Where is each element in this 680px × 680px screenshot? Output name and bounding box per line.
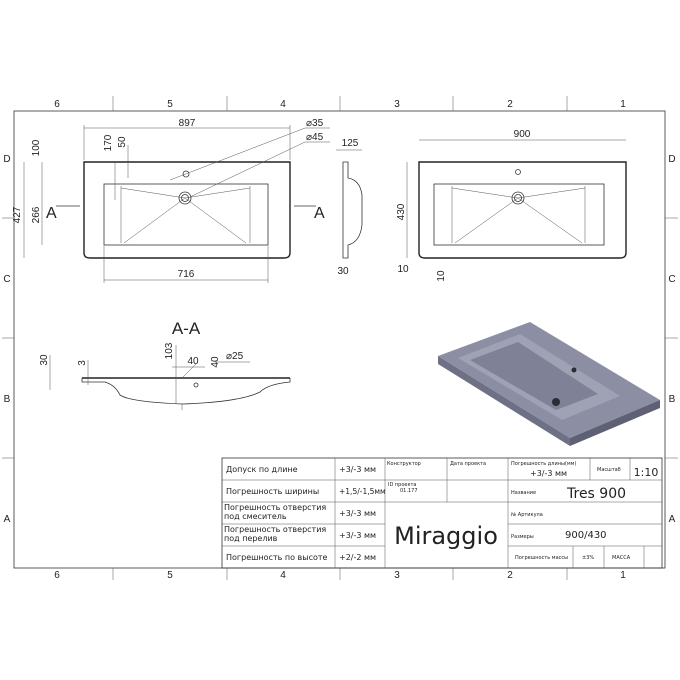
zone-col-3-bottom: 3: [394, 570, 400, 581]
tol-label-3: Погрешность отверстия под перелив: [224, 525, 327, 543]
scale-label: Масштаб: [597, 467, 621, 473]
tol-label-2: Погрешность отверстия под смеситель: [224, 503, 327, 521]
zone-row-d: D: [3, 154, 10, 165]
dim-front-width: 900: [514, 129, 531, 140]
side-view: 125 430 30 10 10: [336, 138, 447, 282]
zone-col-4: 4: [280, 99, 286, 110]
tol-label-1: Погрешность ширины: [226, 487, 319, 496]
product-size: 900/430: [565, 530, 607, 541]
tol-label-0: Допуск по длине: [226, 465, 298, 474]
dim-section-3: 3: [77, 360, 88, 366]
dim-170: 170: [103, 134, 114, 151]
zone-col-1: 1: [620, 99, 626, 110]
dim-section-103: 103: [164, 342, 175, 359]
tol-value-4: +2/-2 мм: [339, 553, 376, 562]
dim-bowl-depth: 266: [31, 206, 42, 223]
section-mark-right: A: [314, 205, 325, 222]
tol-value-0: +3/-3 мм: [339, 465, 376, 474]
dim-side-height: 430: [396, 203, 407, 220]
brand-logo: Miraggio: [394, 522, 498, 550]
zone-col-2-bottom: 2: [507, 570, 513, 581]
zone-row-b: B: [4, 394, 11, 405]
mass-tol-label: Погрешность массы: [515, 555, 568, 561]
title-block: Допуск по длине +3/-3 мм Погрешность шир…: [221, 457, 663, 569]
tol-label-4: Погрешность по высоте: [226, 553, 328, 562]
zone-col-5-bottom: 5: [167, 570, 173, 581]
zone-col-5: 5: [167, 99, 173, 110]
dim-section-hole: ⌀25: [226, 351, 244, 362]
length-tol: +3/-3 мм: [530, 469, 567, 478]
zone-row-c: C: [3, 274, 10, 285]
length-tol-label: Погрешность длины(мм): [511, 461, 576, 467]
zone-col-4-bottom: 4: [280, 570, 286, 581]
zone-dividers: [2, 96, 678, 580]
dim-side-10b: 10: [436, 270, 447, 282]
tol-value-1: +1,5/-1,5мм: [339, 487, 386, 496]
section-title: A-A: [172, 319, 201, 338]
dim-hole-35: ⌀35: [306, 118, 324, 129]
product-name: Tres 900: [566, 486, 626, 502]
dim-section-40a: 40: [187, 356, 199, 367]
article-label: № Артикула: [511, 512, 543, 518]
scale: 1:10: [634, 466, 659, 479]
zone-row-a: A: [4, 514, 11, 525]
dim-hole-45: ⌀45: [306, 132, 324, 143]
designer-label: Конструктор: [387, 461, 421, 467]
date-label: Дата проекта: [450, 461, 486, 467]
dim-height: 427: [12, 206, 23, 223]
dim-section-30: 30: [39, 354, 50, 366]
dim-bowl-width: 716: [178, 269, 195, 280]
zone-row-b-right: B: [669, 394, 676, 405]
section-view: A-A 30 3 103 40 40 ⌀25: [39, 319, 291, 410]
zone-col-6-bottom: 6: [54, 570, 60, 581]
zone-col-1-bottom: 1: [620, 570, 626, 581]
zone-col-2: 2: [507, 99, 513, 110]
top-view: 897 716 427 266 100 170 50 ⌀35 ⌀45 A A: [12, 118, 330, 283]
dim-width: 897: [179, 118, 196, 129]
sink-3d-render: [438, 322, 660, 446]
zone-row-a-right: A: [669, 514, 676, 525]
project-id-label: ID проекта: [388, 482, 417, 488]
zone-row-d-right: D: [668, 154, 675, 165]
dim-side-top: 125: [342, 138, 359, 149]
zone-col-3: 3: [394, 99, 400, 110]
dim-side-30: 30: [337, 266, 349, 277]
mass-tol: ±3%: [582, 555, 594, 561]
size-label: Размеры: [511, 534, 534, 540]
project-id: 01.177: [400, 488, 418, 494]
front-view: 900: [418, 129, 627, 259]
mass-label: МАССА: [612, 555, 631, 561]
name-label: Название: [511, 490, 536, 496]
dim-side-10a: 10: [397, 264, 409, 275]
tol-value-3: +3/-3 мм: [339, 531, 376, 540]
dim-100: 100: [31, 139, 42, 156]
zone-col-6: 6: [54, 99, 60, 110]
dim-50: 50: [117, 136, 128, 148]
tol-value-2: +3/-3 мм: [339, 509, 376, 518]
section-mark-left: A: [46, 205, 57, 222]
zone-row-c-right: C: [668, 274, 675, 285]
